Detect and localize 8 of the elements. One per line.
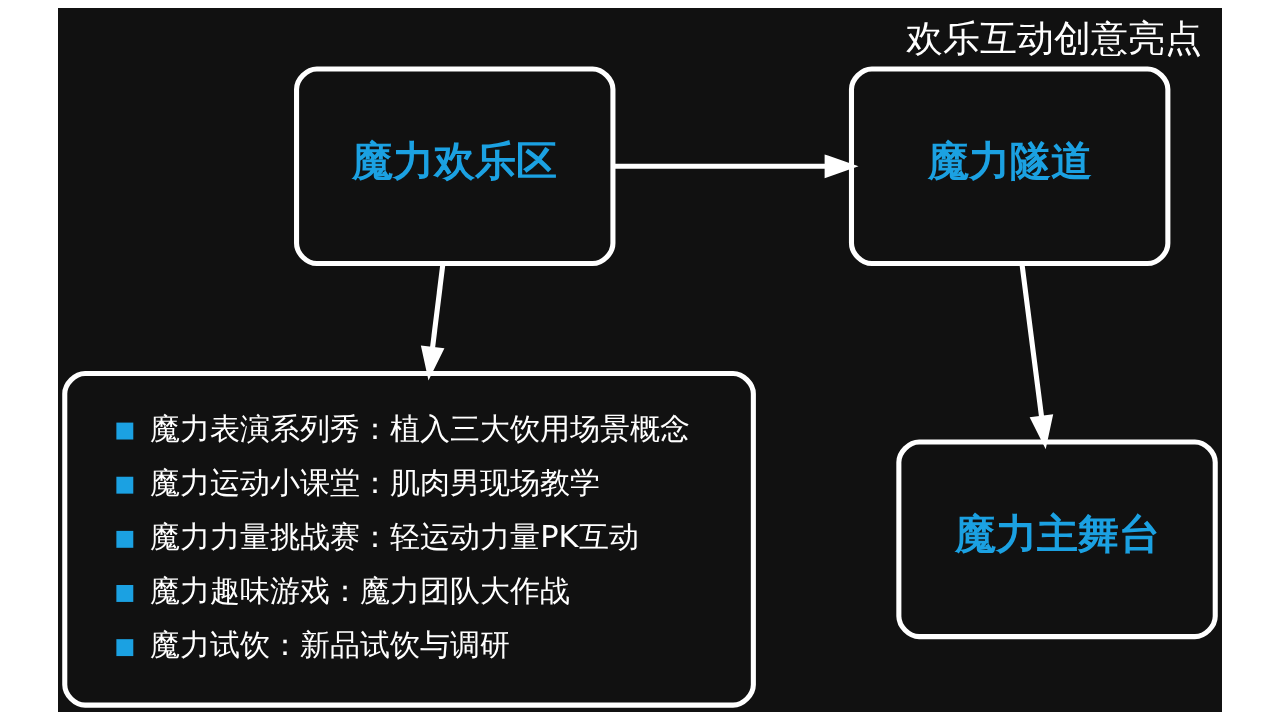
node-box: 魔力表演系列秀：植入三大饮用场景概念 魔力运动小课堂：肌肉男现场教学 魔力力量挑战赛：轻运动力量PK互动 魔力趣味游戏：魔力团队大作战 魔力试饮：新品试饮与调研 [62,371,756,708]
node-box: 魔力隧道 [848,66,1171,267]
arrow [1019,263,1054,450]
arrow [420,263,446,381]
node-box: 魔力主舞台 [896,439,1218,640]
diagram-title: 欢乐互动创意亮点 [905,16,1202,61]
arrow [613,154,859,179]
node-box: 魔力欢乐区 [294,66,616,267]
